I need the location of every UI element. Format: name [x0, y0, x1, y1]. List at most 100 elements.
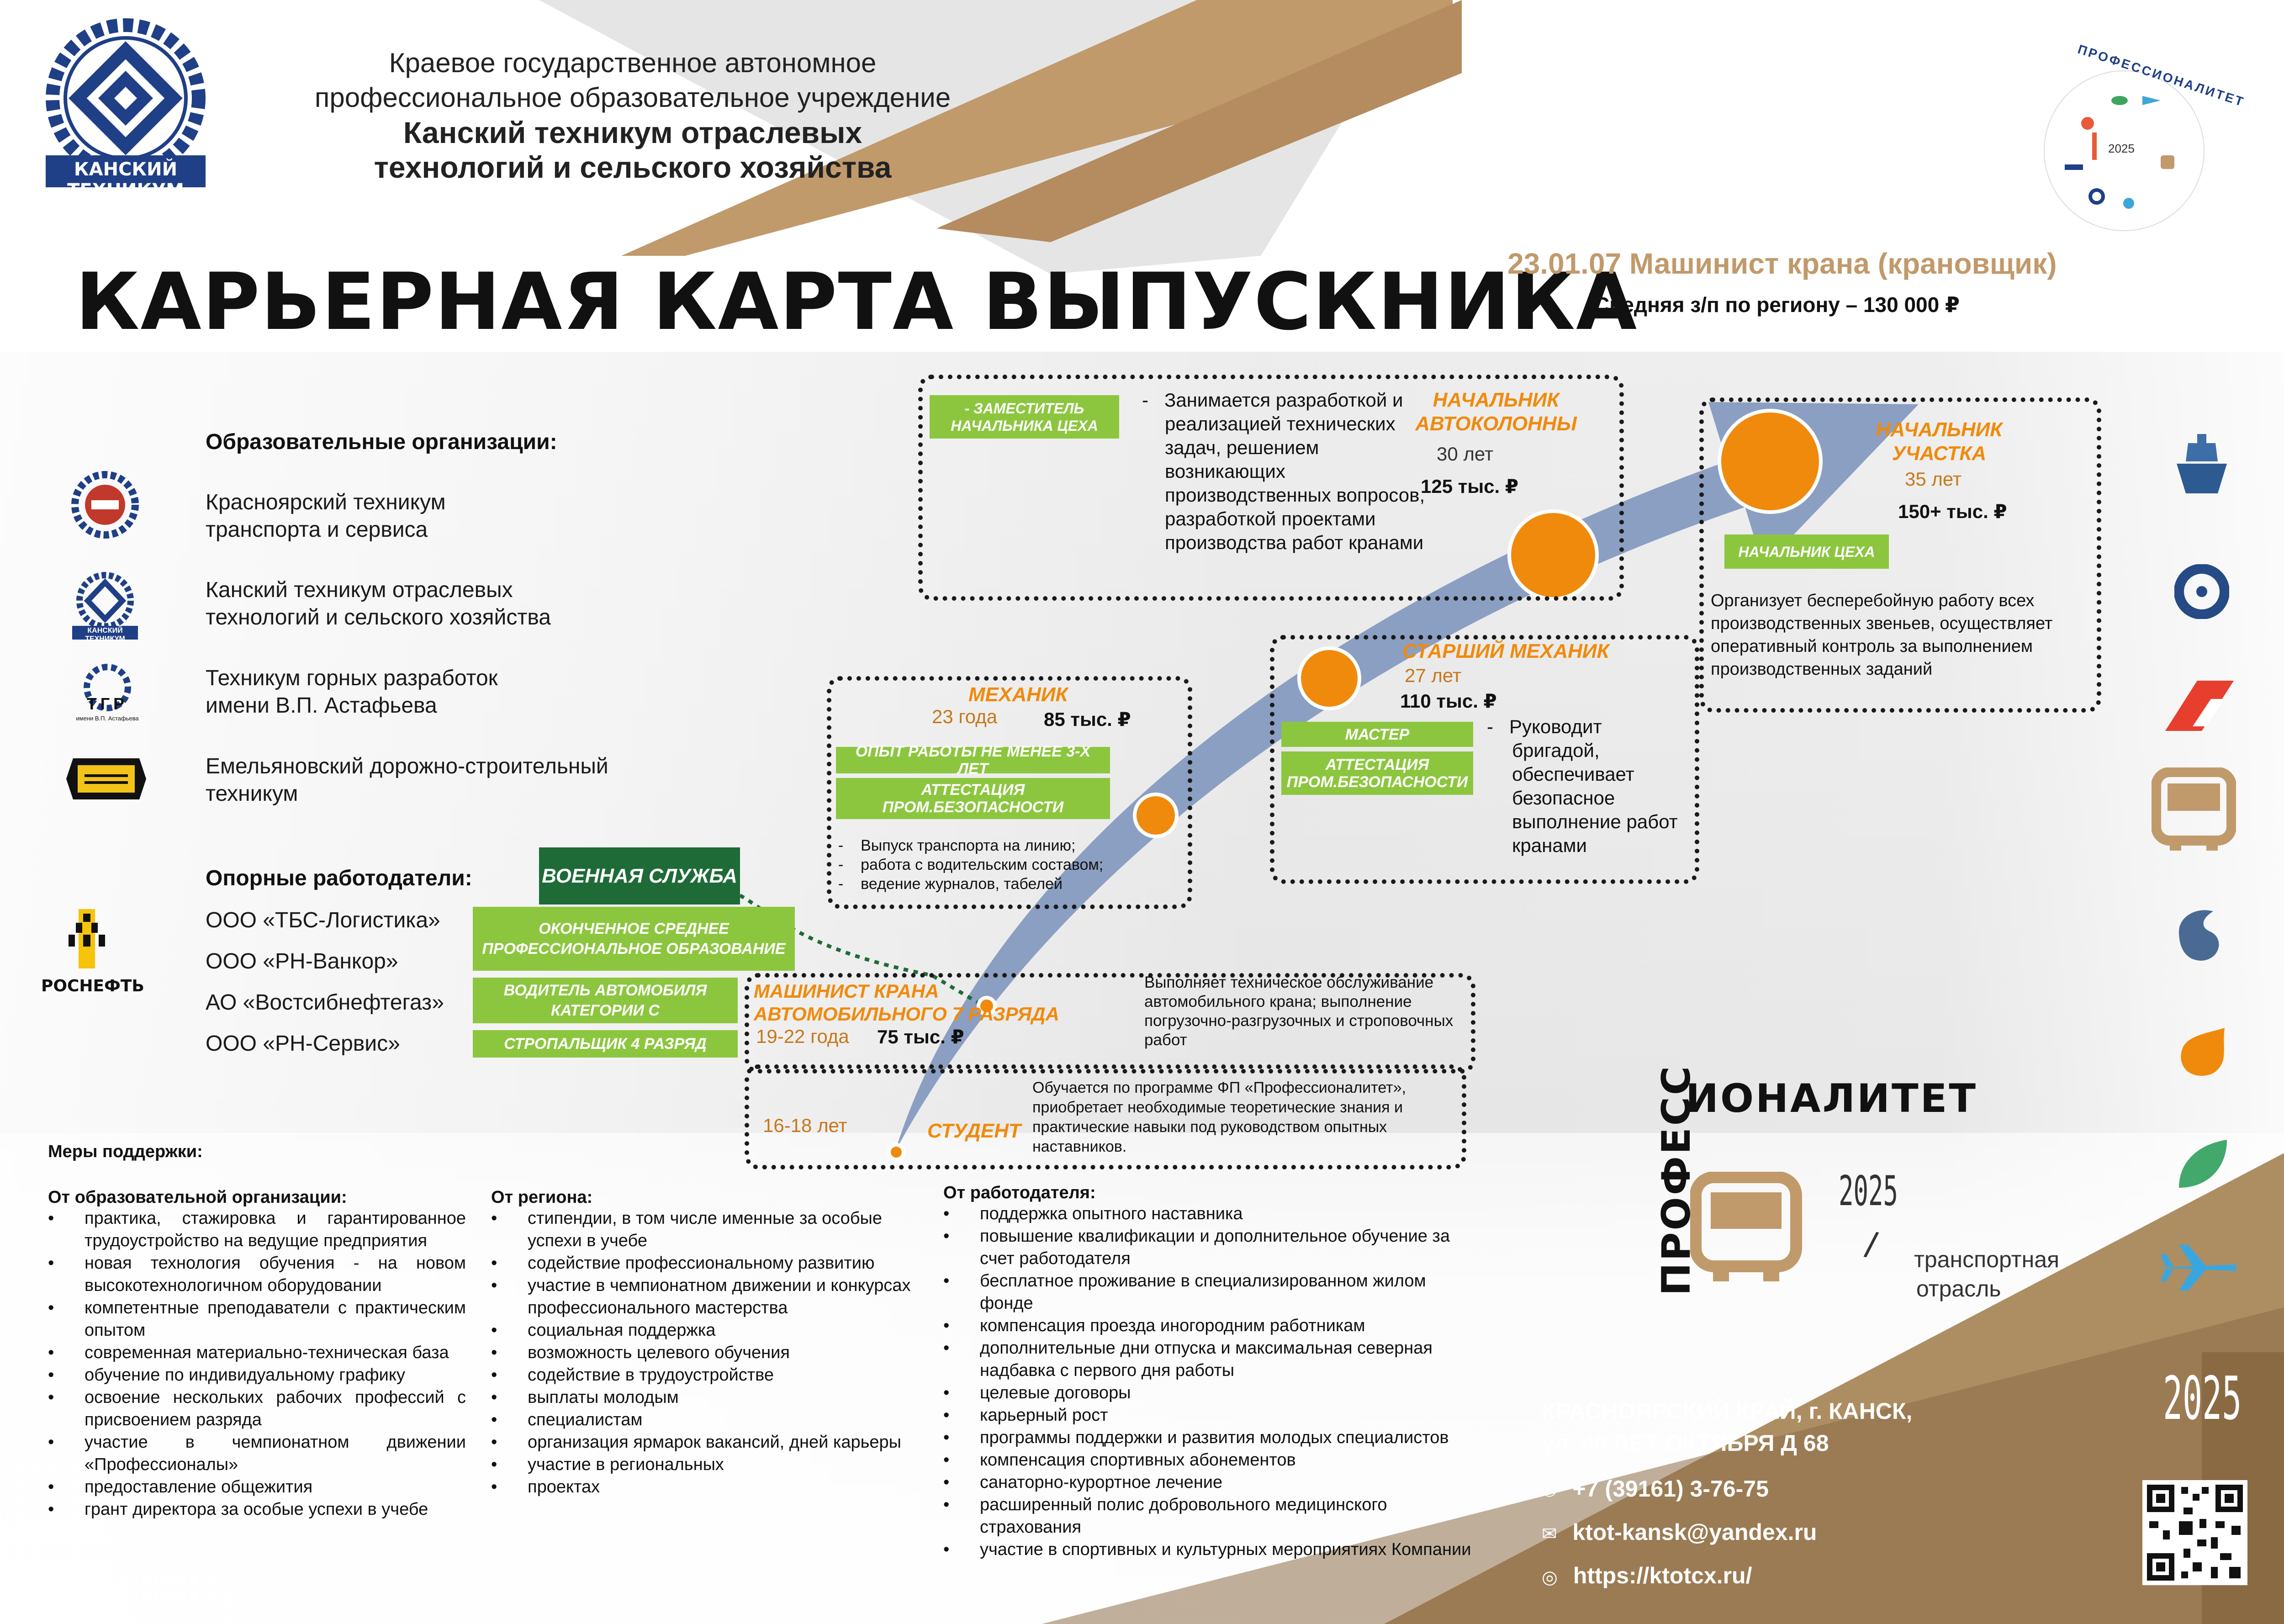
professionalitet-logo: 2025 ПРОФЕССИОНАЛИТЕТ — [2024, 42, 2247, 251]
military-service: ВОЕННАЯ СЛУЖБА — [539, 847, 740, 905]
section-head-desc: Организует бесперебойную работу всех про… — [1711, 591, 2053, 679]
bus-icon — [2152, 767, 2236, 851]
org-item-1: Красноярский техникум транспорта и серви… — [206, 489, 446, 544]
support-region-item: проектах — [491, 1476, 920, 1498]
contacts-year: 2025 — [2163, 1364, 2242, 1433]
employer-list: ООО «ТБС-Логистика» ООО «РН-Ванкор» АО «… — [206, 907, 444, 1058]
box-mechanic — [827, 676, 1192, 909]
employers-heading: Опорные работодатели: — [206, 866, 472, 890]
column-head-title: НАЧАЛЬНИК АВТОКОЛОННЫ — [1415, 389, 1577, 435]
rail-icon — [2165, 681, 2234, 731]
site-row[interactable]: ◎ https://ktotcx.ru/ — [1542, 1562, 1752, 1589]
professionalitet-year: 2025 — [2108, 142, 2135, 155]
tgr-gear-icon — [84, 664, 131, 711]
qr-code-icon[interactable] — [2142, 1480, 2247, 1585]
support-region-item: специалистам — [491, 1409, 920, 1431]
senior-desc-text: Руководит бригадой, обеспечивает безопас… — [1509, 716, 1678, 856]
section-head-years: 35 лет — [1905, 468, 1962, 490]
step-dot-section — [1718, 409, 1823, 514]
support-region-item: выплаты молодым — [491, 1386, 920, 1409]
req-deputy: - ЗАМЕСТИТЕЛЬ НАЧАЛЬНИКА ЦЕХА — [930, 395, 1119, 439]
mechanic-duty-2-text: работа с водительским составом; — [861, 856, 1104, 873]
mechanic-duties: - Выпуск транспорта на линию; - работа с… — [838, 836, 1185, 894]
brand-bus-icon — [1690, 1172, 1802, 1281]
leaf-icon — [2179, 1140, 2227, 1188]
rosneft-logo: РОСНЕФТЬ — [41, 909, 144, 996]
support-org-item: участие в чемпионатном движении «Професс… — [48, 1431, 466, 1476]
operator-title: МАШИНИСТ КРАНА АВТОМОБИЛЬНОГО 7 РАЗРЯДА — [754, 980, 1059, 1025]
operator-years: 19-22 года — [756, 1026, 849, 1047]
brand-horizontal: ИОНАЛИТЕТ — [1686, 1076, 1978, 1121]
req-attestation-1: АТТЕСТАЦИЯ ПРОМ.БЕЗОПАСНОСТИ — [836, 778, 1110, 819]
road-sign-icon — [66, 758, 146, 799]
phone-icon: ✆ — [1542, 1481, 1557, 1501]
address-line-1: КРАСНОЯРСКИЙ КРАЙ, г. КАНСК, — [1542, 1398, 1913, 1424]
support-region-list: стипендии, в том числе именные за особые… — [491, 1207, 920, 1498]
header-line-4: технологий и сельского хозяйства — [374, 150, 892, 184]
airplane-icon — [2158, 1245, 2236, 1291]
specialty-code: 23.01.07 Машинист крана (крановщик) — [1507, 247, 2057, 280]
site-url: https://ktotcx.ru/ — [1573, 1563, 1752, 1588]
student-desc: Обучается по программе ФП «Профессионали… — [1032, 1079, 1406, 1155]
senior-years: 27 лет — [1405, 665, 1462, 686]
operator-pay: 75 тыс. ₽ — [877, 1026, 964, 1047]
orgs-heading: Образовательные организации: — [206, 430, 557, 454]
org-item-1-line1: Красноярский техникум — [206, 490, 446, 514]
support-region-item: социальная поддержка — [491, 1319, 920, 1342]
support-employer-item: бесплатное проживание в специализированн… — [943, 1270, 1478, 1315]
support-employer-heading: От работодателя: — [943, 1183, 1096, 1202]
section-head-pay: 150+ тыс. ₽ — [1898, 501, 2007, 522]
gear-emblem-icon — [71, 471, 139, 539]
support-employer-item: программы поддержки и развития молодых с… — [943, 1427, 1478, 1449]
employer-item-2: ООО «РН-Ванкор» — [206, 949, 398, 973]
kansk-emblem-icon — [72, 572, 138, 640]
req-attestation-2: АТТЕСТАЦИЯ ПРОМ.БЕЗОПАСНОСТИ — [1281, 751, 1473, 795]
mechanic-duty-1: - Выпуск транспорта на линию; — [838, 837, 1076, 854]
support-employer-item: дополнительные дни отпуска и максимальна… — [943, 1337, 1478, 1382]
org-item-2-line2: технологий и сельского хозяйства — [206, 605, 551, 629]
student-years: 16-18 лет — [763, 1115, 847, 1136]
region-salary: Средняя з/п по региону – 130 000 ₽ — [1594, 293, 1960, 317]
step-dot-student — [887, 1143, 905, 1161]
box-operator — [745, 973, 1475, 1074]
req-experience: ОПЫТ РАБОТЫ НЕ МЕНЕЕ 3-Х ЛЕТ — [836, 743, 1110, 778]
req-shop-head: НАЧАЛЬНИК ЦЕХА — [1724, 534, 1889, 569]
support-employer: От работодателя: поддержка опытного наст… — [943, 1183, 1478, 1561]
mechanic-duty-3-text: ведение журналов, табелей — [861, 875, 1063, 893]
box-senior — [1270, 635, 1699, 884]
support-org-item: грант директора за особые успехи в учебе — [48, 1498, 466, 1521]
support-employer-item: поддержка опытного наставника — [943, 1203, 1478, 1225]
mechanic-duty-2: - работа с водительским составом; — [838, 856, 1104, 873]
rosneft-name: РОСНЕФТЬ — [41, 977, 144, 995]
org-logo-3-text: ТГР — [86, 694, 128, 713]
support-employer-list: поддержка опытного наставника повышение … — [943, 1203, 1478, 1561]
org-item-3-line2: имени В.П. Астафьева — [206, 693, 437, 718]
support-org-item: практика, стажировка и гарантированное т… — [48, 1207, 466, 1252]
header-line-1: Краевое государственное автономное — [389, 48, 877, 78]
support-employer-item: повышение квалификации и дополнительное … — [943, 1225, 1478, 1270]
support-region-item: содействие в трудоустройстве — [491, 1364, 920, 1386]
support-region: От региона: стипендии, в том числе именн… — [491, 1188, 920, 1498]
header-line-2: профессиональное образовательное учрежде… — [314, 82, 951, 113]
college-logo: КАНСКИЙ ТЕХНИКУМ — [27, 18, 224, 201]
phone-row[interactable]: ✆ +7 (39161) 3-76-75 — [1542, 1476, 1769, 1502]
column-head-desc: - Занимается разработкой и реализацией т… — [1142, 389, 1425, 553]
email-row[interactable]: ✉ ktot-kansk@yandex.ru — [1542, 1519, 1817, 1545]
support-employer-item: компенсация спортивных абонементов — [943, 1449, 1478, 1471]
swirl-icon — [2179, 910, 2219, 961]
mechanic-years: 23 года — [932, 706, 998, 727]
support-region-item: возможность целевого обучения — [491, 1342, 920, 1364]
email-icon: ✉ — [1542, 1524, 1557, 1544]
support-employer-item: целевые договоры — [943, 1382, 1478, 1404]
support-employer-item: компенсация проезда иногородним работник… — [943, 1315, 1478, 1337]
mechanic-duty-1-text: Выпуск транспорта на линию; — [861, 837, 1076, 854]
employer-item-1: ООО «ТБС-Логистика» — [206, 908, 440, 932]
step-dot-operator — [977, 996, 997, 1016]
support-region-item: участие в чемпионатном движении и конкур… — [491, 1275, 920, 1319]
step-dot-senior — [1297, 646, 1361, 710]
support-org: От образовательной организации: практика… — [48, 1188, 466, 1521]
mechanic-pay: 85 тыс. ₽ — [1044, 709, 1131, 730]
ship-icon — [2177, 434, 2227, 493]
address-line-2: ул. 40 ЛЕТ ОКТЯБРЯ Д 68 — [1542, 1430, 1829, 1456]
